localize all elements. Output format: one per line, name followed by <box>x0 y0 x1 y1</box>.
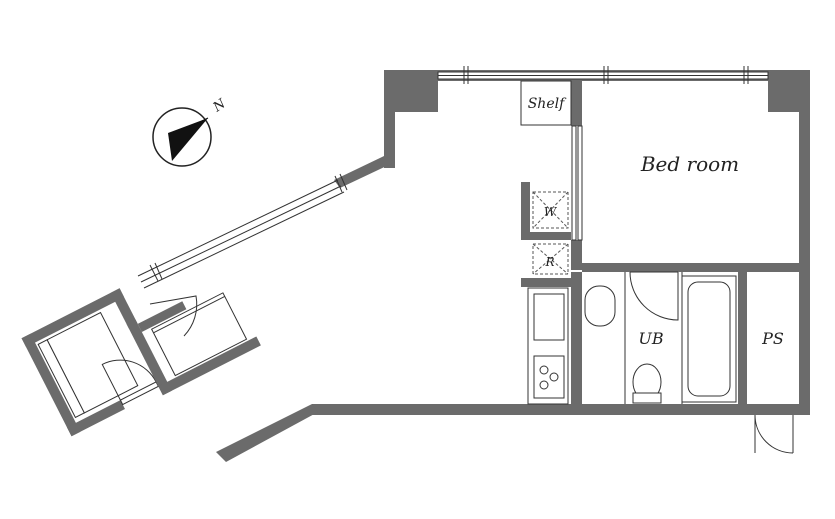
unit-bath <box>584 271 737 404</box>
shelf <box>520 80 572 126</box>
washer-label: W <box>544 205 558 219</box>
sink <box>533 293 565 341</box>
bedroom-label: Bed room <box>640 152 739 176</box>
north-arrow-icon <box>152 107 212 167</box>
entrance-area <box>21 288 261 437</box>
fridge-label: R <box>544 255 554 269</box>
interior-partitions <box>521 81 799 454</box>
fridge-space <box>532 243 569 275</box>
washer-space <box>532 191 569 229</box>
diagonal-window <box>137 173 348 289</box>
shelf-label: Shelf <box>528 96 567 112</box>
pipe-space-label: PS <box>761 329 784 348</box>
bath-label: UB <box>638 329 663 348</box>
kitchen-counter <box>527 287 569 405</box>
top-windows <box>437 66 769 84</box>
entry-door-swing <box>149 295 198 337</box>
stove <box>533 355 565 399</box>
north-label: N <box>210 96 229 116</box>
